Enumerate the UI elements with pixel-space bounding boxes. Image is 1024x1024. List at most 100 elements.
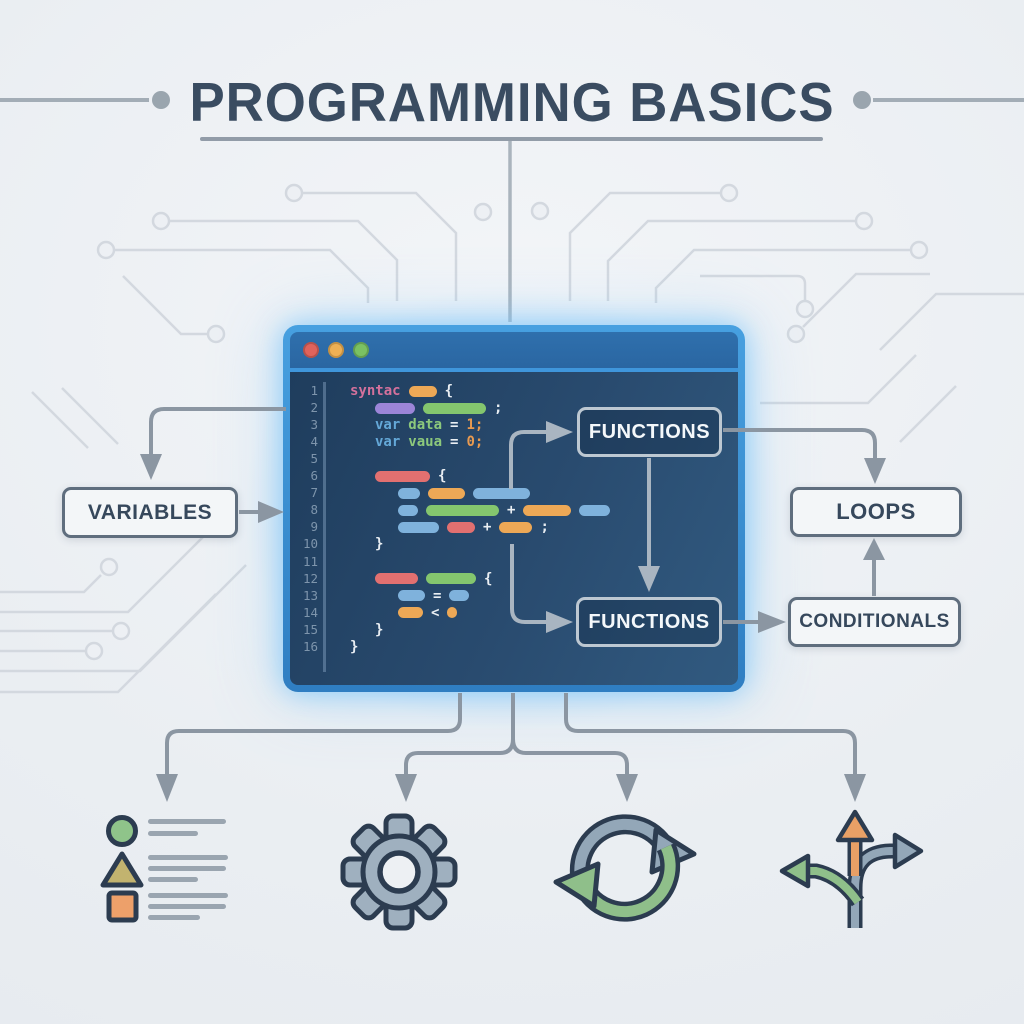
loops-label: LOOPS (836, 499, 916, 524)
code-pill (473, 487, 530, 499)
line-number: 12 (302, 570, 318, 586)
code-pill (375, 573, 418, 585)
code-token: = (450, 434, 459, 451)
gutter-rule (323, 382, 326, 672)
line-number: 1 (310, 383, 318, 398)
conditionals-box: CONDITIONALS (788, 597, 961, 647)
code-line: } (375, 535, 383, 553)
code-token: { (484, 570, 493, 587)
line-number: 16 (302, 638, 318, 654)
title-left-rule (0, 98, 149, 102)
code-pill (449, 590, 470, 602)
line-number: 15 (302, 621, 318, 637)
variables-label: VARIABLES (87, 500, 213, 524)
code-pill (579, 504, 611, 516)
list-icon (100, 815, 228, 923)
code-token: { (438, 468, 447, 485)
code-pill (447, 607, 458, 619)
code-token: + (483, 519, 492, 536)
code-token: ; (494, 400, 503, 417)
line-number: 2 (310, 400, 318, 416)
code-line: { (375, 570, 492, 588)
line-number: 3 (310, 417, 318, 433)
title-left-dot (152, 91, 170, 109)
triangle-bullet-icon (100, 851, 144, 888)
code-token: = (450, 417, 459, 434)
code-token: var (375, 434, 401, 451)
code-token: data (408, 417, 443, 434)
code-line: syntac { (350, 382, 453, 400)
line-number: 10 (302, 536, 318, 552)
code-token: { (444, 383, 454, 399)
functions-bottom-box: FUNCTIONS (576, 597, 722, 647)
page-title: PROGRAMMING BASICS (189, 71, 835, 133)
code-line: ; (375, 399, 502, 417)
code-token: syntac (350, 383, 401, 399)
code-token: < (431, 604, 440, 621)
code-pill (398, 607, 423, 619)
code-line: } (350, 638, 358, 656)
arrow-editor-to-gear-icon (404, 738, 515, 776)
code-pill (398, 487, 420, 499)
code-line: { (375, 467, 446, 485)
code-pill (426, 504, 499, 516)
code-token: var (375, 417, 401, 434)
circle-bullet-icon (106, 815, 138, 847)
line-number: 9 (310, 519, 318, 535)
line-number: 7 (310, 485, 318, 501)
code-token: 0; (466, 434, 484, 451)
conditionals-label: CONDITIONALS (799, 611, 950, 632)
line-number: 4 (310, 434, 318, 450)
loop-cycle-icon (553, 814, 697, 922)
code-pill (398, 504, 418, 516)
functions-bottom-label: FUNCTIONS (588, 610, 710, 633)
title-right-rule (873, 98, 1024, 102)
code-token: = (433, 587, 442, 604)
minimize-button-icon (328, 342, 344, 358)
code-pill (375, 402, 415, 414)
code-line: +; (398, 518, 549, 536)
code-line (398, 484, 530, 502)
line-number: 13 (302, 587, 318, 603)
code-line: = (398, 587, 470, 605)
functions-top-label: FUNCTIONS (588, 420, 711, 443)
loops-box: LOOPS (790, 487, 962, 537)
code-token: + (507, 502, 516, 519)
line-number: 5 (310, 451, 318, 467)
maximize-button-icon (353, 342, 369, 358)
variables-box: VARIABLES (62, 487, 238, 538)
code-token: 1; (466, 417, 484, 434)
title-right-dot (853, 91, 871, 109)
code-token: vaua (408, 434, 443, 451)
square-bullet-icon (106, 890, 139, 923)
code-token: } (350, 638, 359, 655)
line-number: 14 (302, 604, 318, 620)
code-pill (398, 521, 439, 533)
code-line: < (398, 604, 458, 622)
code-pill (447, 521, 475, 533)
code-pill (398, 590, 425, 602)
editor-titlebar (290, 332, 738, 368)
code-pill (428, 487, 465, 499)
code-pill (408, 385, 437, 397)
close-button-icon (303, 342, 319, 358)
code-line: } (375, 621, 383, 639)
code-pill (499, 521, 533, 533)
code-pill (375, 470, 430, 482)
code-line: + (398, 501, 611, 519)
line-number: 8 (310, 502, 318, 518)
line-number: 11 (302, 553, 318, 569)
code-pill (426, 573, 476, 585)
gear-icon (340, 813, 458, 931)
code-pill (523, 504, 572, 516)
code-token: ; (540, 519, 549, 536)
arrow-editor-to-loop-icon (511, 738, 629, 776)
code-pill (423, 402, 486, 414)
title-underline (200, 137, 823, 141)
line-number: 6 (310, 468, 318, 484)
functions-top-box: FUNCTIONS (577, 407, 722, 457)
code-token: } (375, 621, 384, 638)
